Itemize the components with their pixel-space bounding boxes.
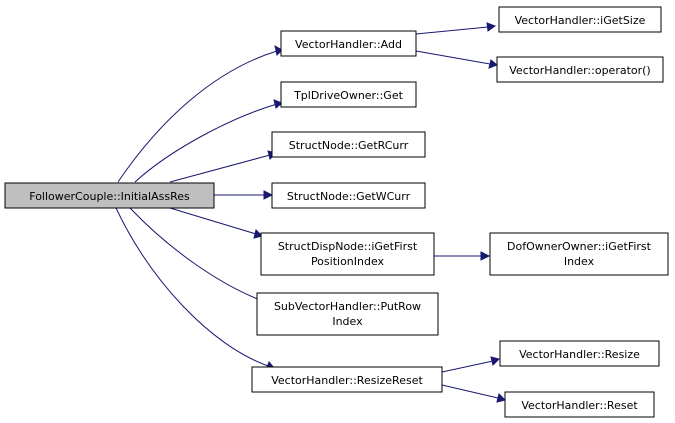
edge-root-getwcurr bbox=[214, 190, 274, 200]
edge-add-operator bbox=[415, 50, 498, 69]
node-resizereset-label: VectorHandler::ResizeReset bbox=[271, 374, 423, 387]
node-igetfirst-label-line1: StructDispNode::iGetFirst bbox=[278, 240, 418, 253]
edge-root-tplget bbox=[134, 99, 283, 183]
node-dofowner-label-line1: DofOwnerOwner::iGetFirst bbox=[507, 240, 652, 253]
node-getwcurr-label: StructNode::GetWCurr bbox=[287, 190, 411, 203]
edge-root-add bbox=[117, 45, 283, 183]
node-root[interactable]: FollowerCouple::InitialAssRes bbox=[4, 182, 215, 209]
node-operator[interactable]: VectorHandler::operator() bbox=[496, 56, 664, 83]
node-resize[interactable]: VectorHandler::Resize bbox=[499, 340, 660, 367]
node-operator-label: VectorHandler::operator() bbox=[509, 64, 650, 77]
node-reset-label: VectorHandler::Reset bbox=[521, 399, 638, 412]
edge-resizereset-resize bbox=[441, 356, 500, 373]
node-igetsize[interactable]: VectorHandler::iGetSize bbox=[498, 6, 662, 33]
edge-root-getrcurr bbox=[169, 150, 277, 183]
node-add[interactable]: VectorHandler::Add bbox=[280, 30, 417, 57]
node-tplget-label: TplDriveOwner::Get bbox=[293, 89, 404, 102]
node-getrcurr[interactable]: StructNode::GetRCurr bbox=[271, 131, 426, 158]
node-tplget[interactable]: TplDriveOwner::Get bbox=[280, 81, 417, 108]
node-igetsize-label: VectorHandler::iGetSize bbox=[515, 14, 646, 27]
edge-resizereset-reset bbox=[441, 384, 506, 403]
node-dofowner-label-line2: Index bbox=[564, 255, 595, 268]
edge-root-igetfirst bbox=[169, 207, 263, 239]
node-reset[interactable]: VectorHandler::Reset bbox=[504, 391, 655, 418]
node-putrow[interactable]: SubVectorHandler::PutRow Index bbox=[256, 292, 439, 336]
node-add-label: VectorHandler::Add bbox=[295, 38, 402, 51]
node-putrow-label-line1: SubVectorHandler::PutRow bbox=[274, 300, 421, 313]
node-root-label: FollowerCouple::InitialAssRes bbox=[29, 190, 190, 203]
edge-add-igetsize bbox=[415, 22, 497, 35]
node-putrow-label-line2: Index bbox=[332, 315, 363, 328]
node-resizereset[interactable]: VectorHandler::ResizeReset bbox=[251, 366, 443, 393]
node-dofowner[interactable]: DofOwnerOwner::iGetFirst Index bbox=[489, 232, 669, 276]
node-igetfirst[interactable]: StructDispNode::iGetFirst PositionIndex bbox=[260, 232, 435, 276]
edge-root-putrow bbox=[129, 207, 271, 307]
node-getwcurr[interactable]: StructNode::GetWCurr bbox=[271, 182, 426, 209]
node-igetfirst-label-line2: PositionIndex bbox=[311, 255, 385, 268]
node-resize-label: VectorHandler::Resize bbox=[519, 348, 640, 361]
node-getrcurr-label: StructNode::GetRCurr bbox=[289, 139, 409, 152]
edge-igetfirst-dofowner bbox=[434, 251, 491, 261]
